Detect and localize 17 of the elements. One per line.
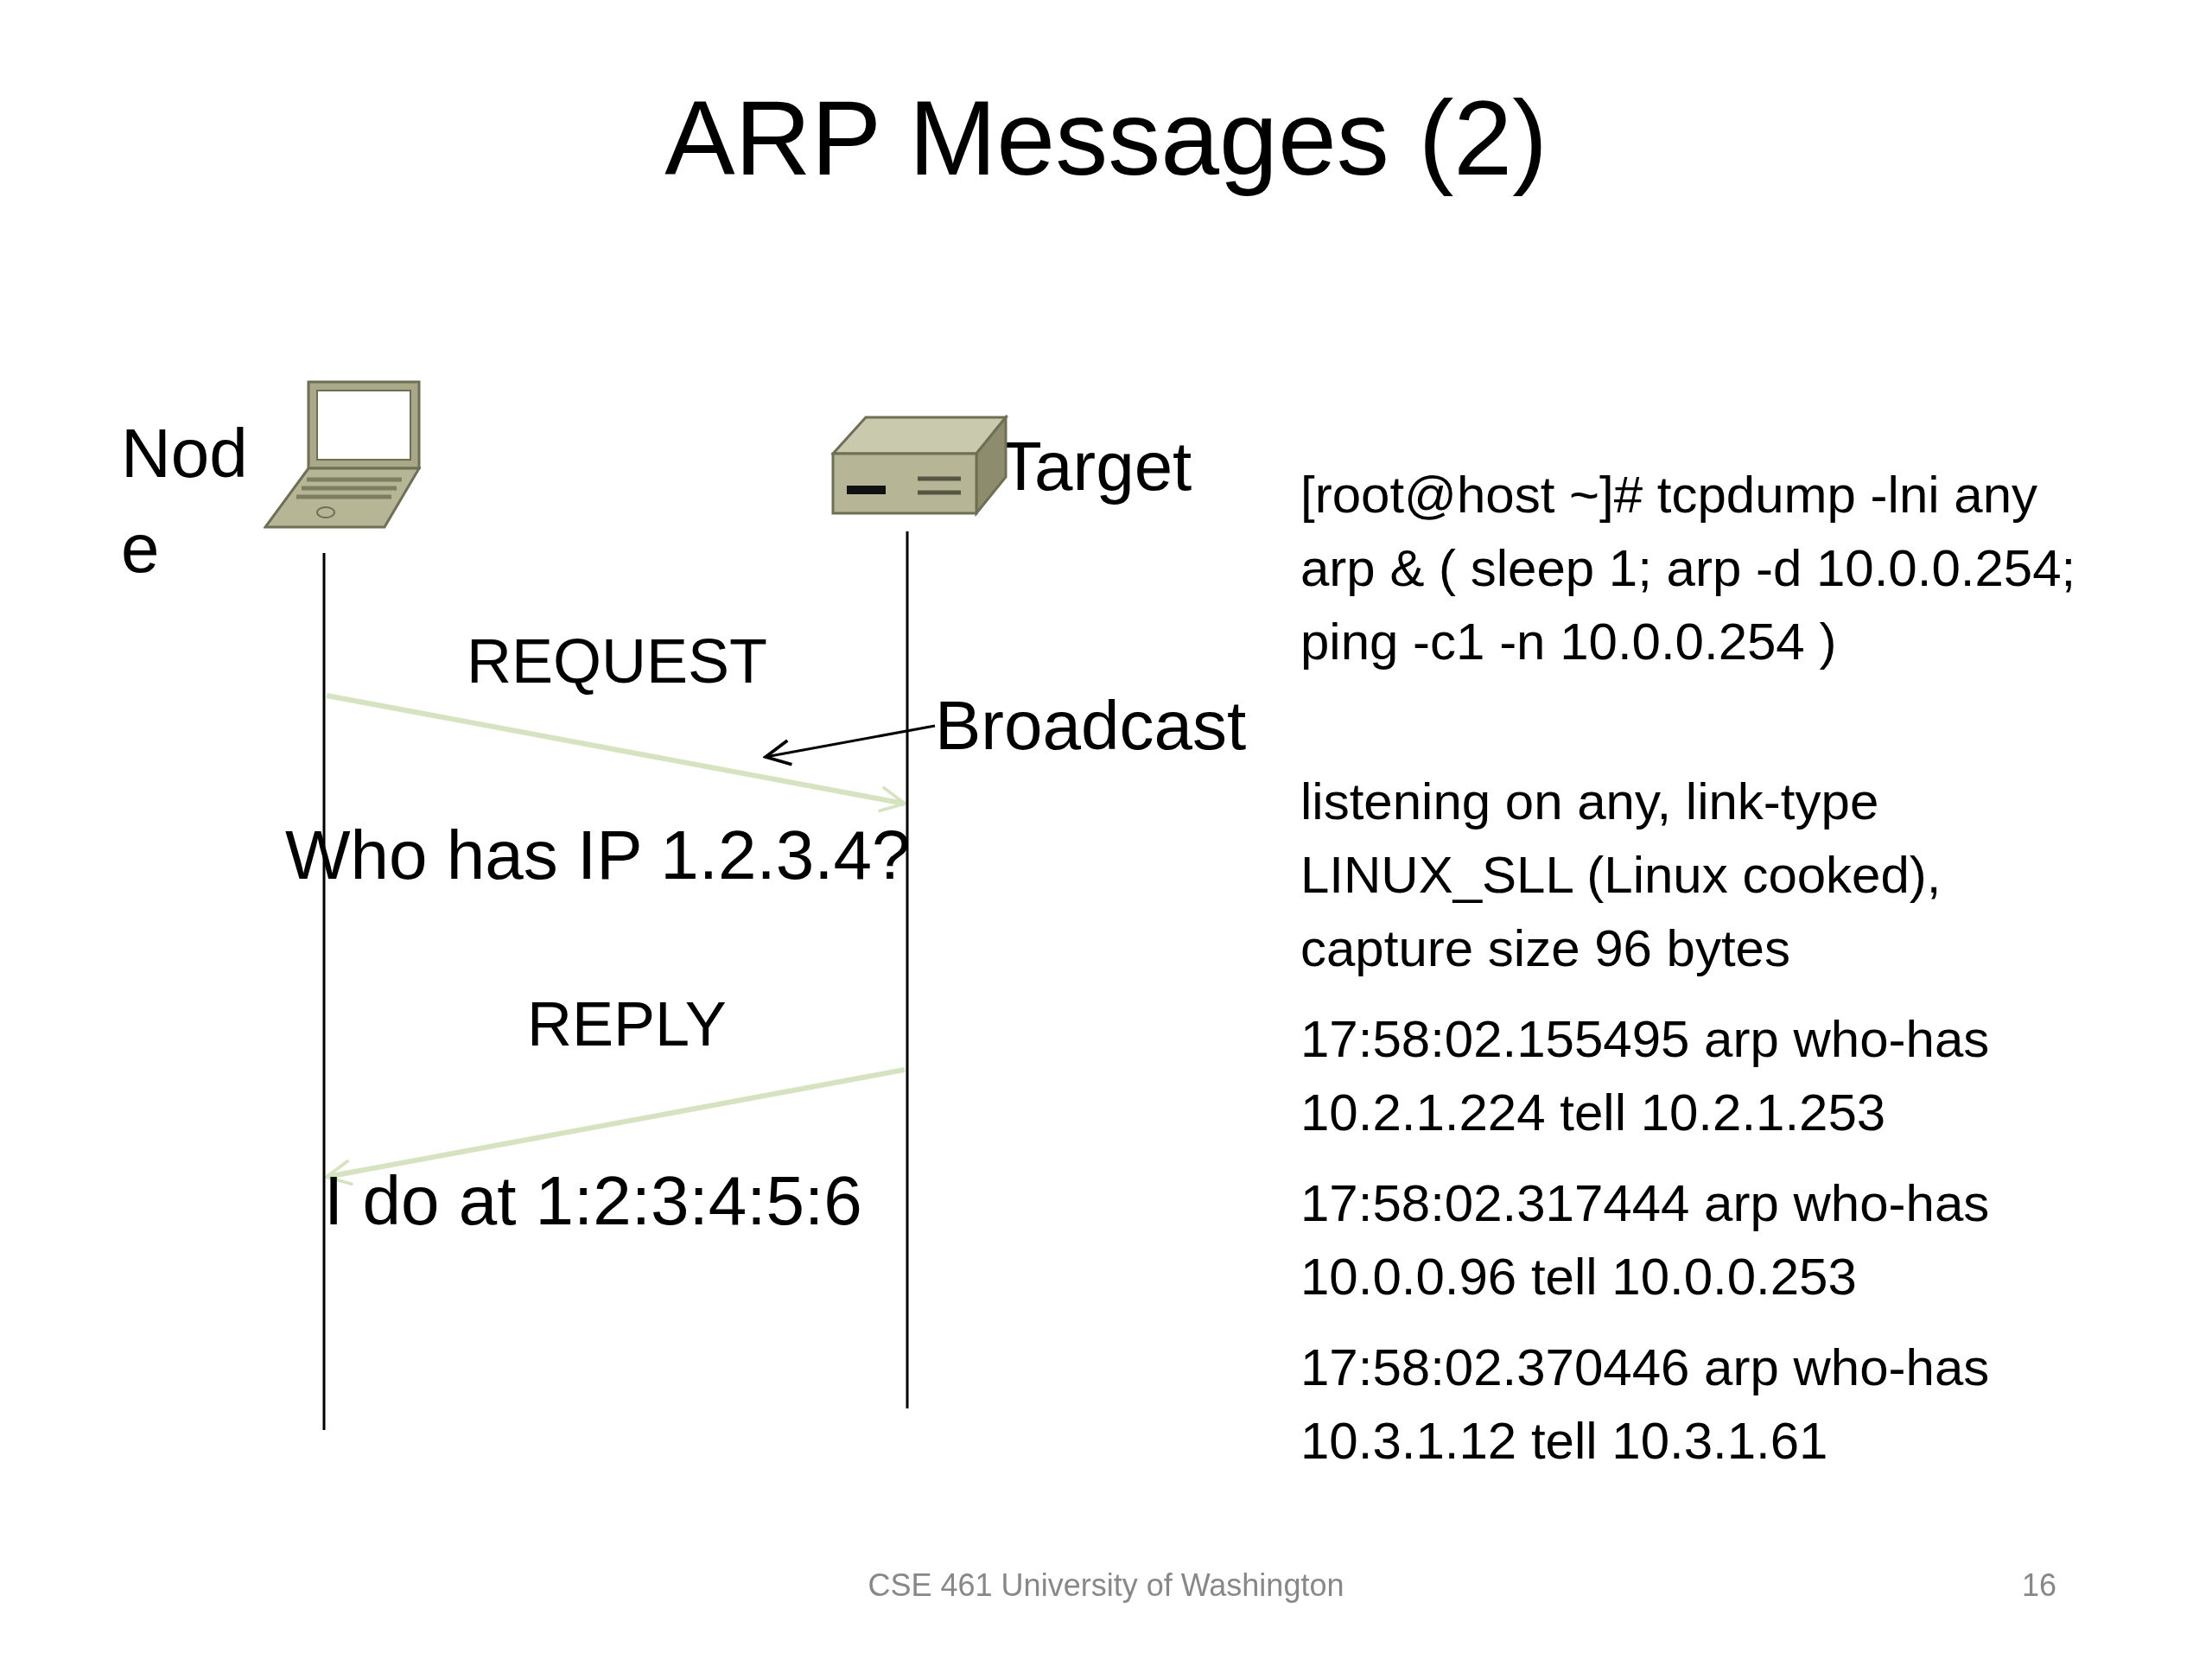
message-arrow — [326, 693, 906, 813]
node-label: Target — [1000, 427, 1193, 506]
terminal-text: 17:58:02.155495 arp who-has 10.2.1.224 tell 10.2.1.253 — [1300, 1009, 1991, 1143]
terminal-text: [root@host ~]# tcpdump -lni any arp & ( sleep 1; arp -d 10.0.0.254; ping -c1 -n 10.0.0.254 ) — [1300, 465, 2077, 672]
terminal-text: 17:58:02.317444 arp who-has 10.0.0.96 tell 10.0.0.253 — [1300, 1173, 1991, 1307]
terminal-text: listening on any, link-type LINUX_SLL (Linux cooked), capture size 96 bytes — [1300, 772, 1942, 979]
terminal-text: 17:58:02.370446 arp who-has 10.3.1.12 tell 10.3.1.61 — [1300, 1338, 1991, 1471]
edge-label: REQUEST — [467, 626, 768, 697]
slide-title: ARP Messages (2) — [664, 79, 1548, 199]
message-arrow — [325, 1067, 906, 1186]
node-label: Nod e — [121, 414, 249, 588]
footer-text: CSE 461 University of Washington — [867, 1567, 1345, 1605]
page-number: 16 — [2022, 1567, 2057, 1605]
leader-arrow — [764, 724, 936, 766]
callout-label: Broadcast — [935, 686, 1248, 766]
edge-label: REPLY — [527, 988, 727, 1060]
message-text: I do at 1:2:3:4:5:6 — [324, 1161, 862, 1241]
